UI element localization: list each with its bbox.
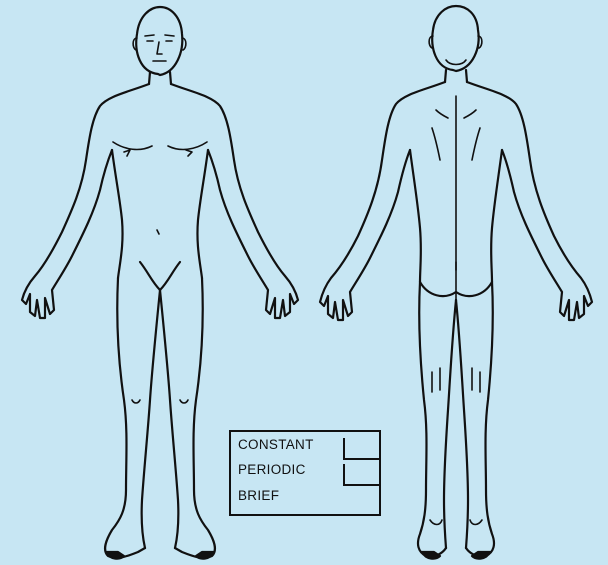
- legend-tick-periodic: [343, 464, 345, 486]
- legend-label-constant: CONSTANT: [238, 437, 314, 459]
- legend-label-periodic: PERIODIC: [238, 462, 306, 484]
- legend-label-brief: BRIEF: [238, 488, 279, 510]
- legend-line-periodic: [343, 484, 379, 486]
- legend-tick-constant: [343, 438, 345, 460]
- legend-box: CONSTANT PERIODIC BRIEF: [229, 430, 381, 516]
- legend-line-constant: [343, 458, 379, 460]
